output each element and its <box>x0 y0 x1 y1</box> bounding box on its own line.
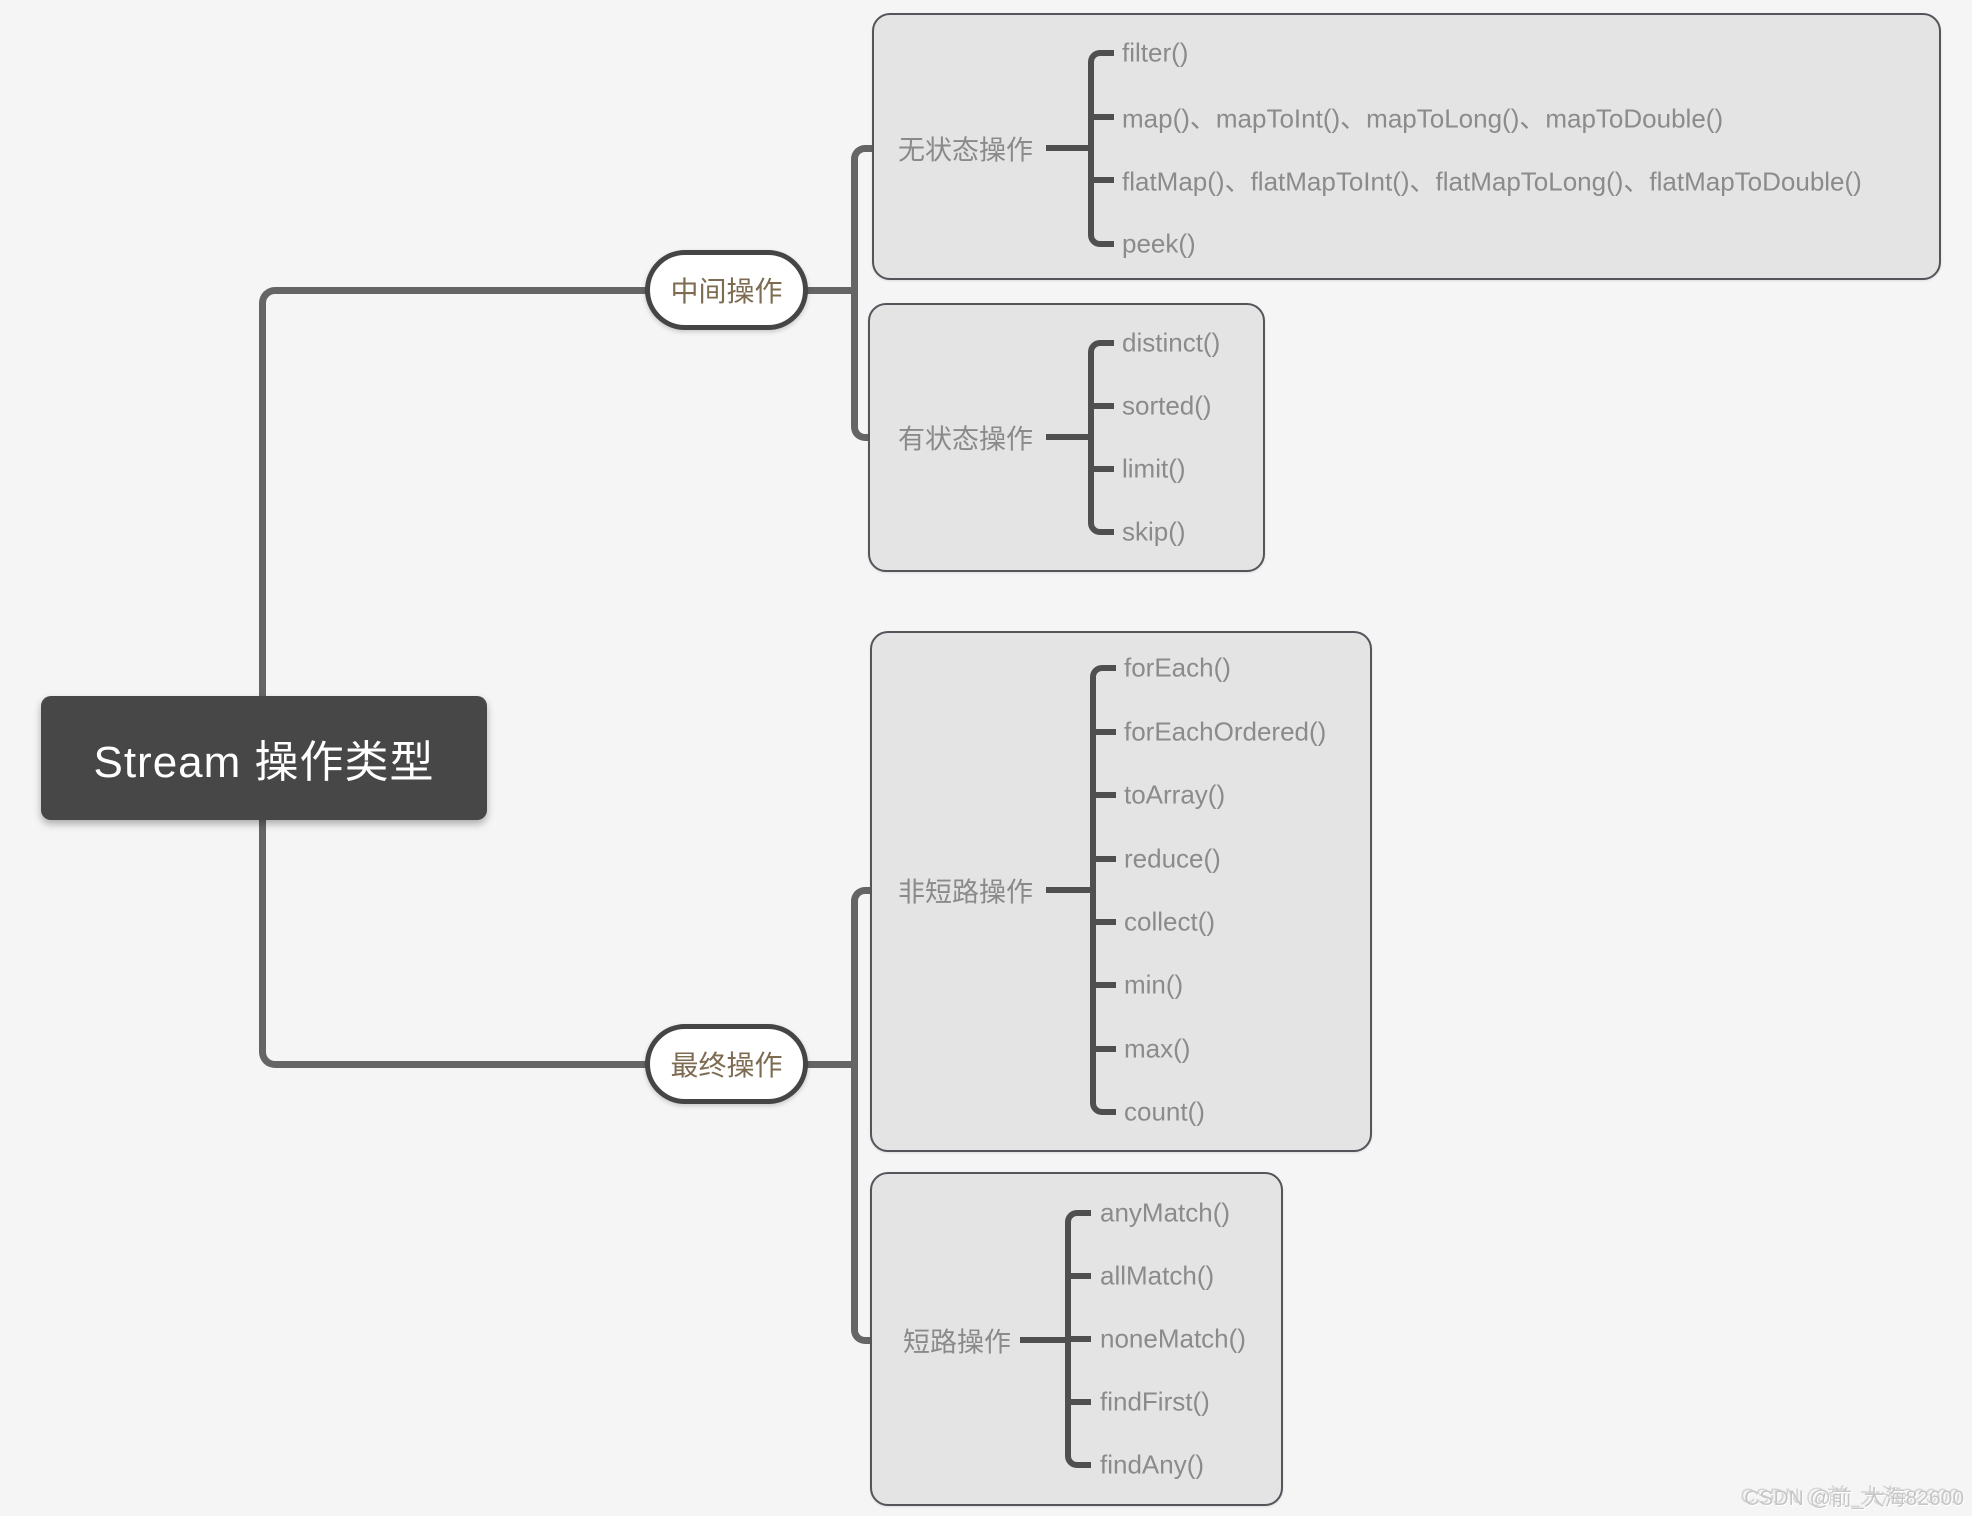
bracket-tick <box>1092 729 1116 735</box>
branch-node-intermediate[interactable]: 中间操作 <box>645 250 808 330</box>
watermark: CSDN @前_大海82600 <box>1744 1487 1964 1510</box>
bracket-tick <box>1090 114 1114 120</box>
bracket-line <box>1090 679 1096 1099</box>
tree-item[interactable]: collect() <box>1124 906 1216 937</box>
connector-root-to-terminal <box>259 818 648 1068</box>
bracket-tick <box>1092 856 1116 862</box>
group-label-stateless[interactable]: 无状态操作 <box>898 135 1033 166</box>
bracket-corner <box>1088 340 1114 356</box>
group-label-nonshortcircuit[interactable]: 非短路操作 <box>898 877 1033 908</box>
tree-item[interactable]: toArray() <box>1124 779 1226 810</box>
tree-item[interactable]: filter() <box>1122 37 1189 68</box>
tree-item[interactable]: flatMap()、flatMapToInt()、flatMapToLong()… <box>1122 166 1862 197</box>
bracket-tick <box>1092 919 1116 925</box>
tree-item[interactable]: sorted() <box>1122 390 1212 421</box>
root-node[interactable]: Stream 操作类型 <box>41 696 487 820</box>
bracket-corner <box>1090 1099 1116 1115</box>
bracket-corner <box>1088 519 1114 535</box>
bracket-corner <box>1065 1452 1091 1468</box>
bracket-tick <box>1090 177 1114 183</box>
tree-item[interactable]: findFirst() <box>1100 1386 1210 1417</box>
bracket-tick <box>1067 1399 1091 1405</box>
tree-item[interactable]: map()、mapToInt()、mapToLong()、mapToDouble… <box>1122 103 1724 134</box>
tree-item[interactable]: count() <box>1124 1096 1205 1127</box>
bracket-tick <box>1067 1336 1091 1342</box>
tree-item[interactable]: findAny() <box>1100 1449 1205 1480</box>
bracket-tick <box>1092 792 1116 798</box>
branch-node-intermediate-label: 中间操作 <box>670 276 783 307</box>
tree-item[interactable]: distinct() <box>1122 327 1221 358</box>
connector-root-to-intermediate <box>259 287 648 700</box>
tree-item[interactable]: allMatch() <box>1100 1260 1215 1291</box>
bracket-tick <box>1090 403 1114 409</box>
tree-item[interactable]: noneMatch() <box>1100 1323 1246 1354</box>
tree-item[interactable]: skip() <box>1122 516 1186 547</box>
bracket-corner <box>1065 1210 1091 1226</box>
bracket-corner <box>1088 50 1114 66</box>
bracket-corner <box>1088 231 1114 247</box>
tree-item[interactable]: anyMatch() <box>1100 1197 1231 1228</box>
tree-item[interactable]: reduce() <box>1124 843 1221 874</box>
connector-terminal-stub <box>806 1061 855 1068</box>
group-box-nonshortcircuit <box>870 631 1372 1152</box>
bracket-line <box>1088 354 1094 521</box>
connector-line <box>1046 887 1096 893</box>
group-label-stateful[interactable]: 有状态操作 <box>898 424 1033 455</box>
bracket-tick <box>1092 1046 1116 1052</box>
connector-line <box>1020 1337 1071 1343</box>
tree-item[interactable]: forEachOrdered() <box>1124 716 1327 747</box>
bracket-tick <box>1090 466 1114 472</box>
connector-line <box>1046 434 1094 440</box>
tree-item[interactable]: min() <box>1124 969 1184 1000</box>
bracket-line <box>1088 64 1094 233</box>
tree-item[interactable]: max() <box>1124 1033 1191 1064</box>
bracket-tick <box>1092 982 1116 988</box>
connector-line <box>1046 145 1094 151</box>
root-node-label: Stream 操作类型 <box>93 738 435 787</box>
tree-item[interactable]: peek() <box>1122 228 1196 259</box>
bracket-corner <box>1090 665 1116 681</box>
branch-node-terminal[interactable]: 最终操作 <box>645 1024 808 1104</box>
tree-item[interactable]: limit() <box>1122 453 1186 484</box>
branch-node-terminal-label: 最终操作 <box>670 1050 783 1081</box>
group-label-shortcircuit[interactable]: 短路操作 <box>903 1327 1011 1358</box>
bracket-tick <box>1067 1273 1091 1279</box>
connector-intermediate-stub <box>806 287 855 294</box>
tree-item[interactable]: forEach() <box>1124 652 1231 683</box>
